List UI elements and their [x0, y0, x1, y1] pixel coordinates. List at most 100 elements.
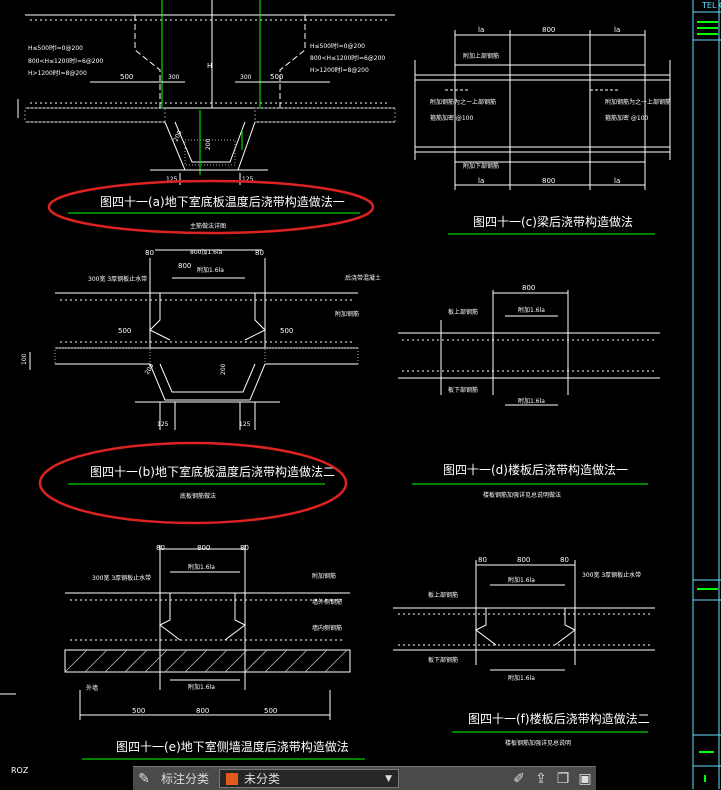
e-note-outer: 墙外侧钢筋 [312, 598, 342, 606]
a-dim-500-right: 500 [270, 73, 283, 81]
c-note-stirrup-left: 箍筋加密 @100 [430, 114, 474, 122]
c-dim-800-bottom: 800 [542, 177, 555, 185]
e-dim-500-left: 500 [132, 707, 145, 715]
c-note-right-add: 附加钢筋为之一上部钢筋 [605, 98, 671, 106]
right-title-panel: TEL C [692, 0, 721, 789]
b-dim-80-right: 80 [255, 249, 264, 257]
a-note-left-2: 800<H≤1200时l=6@200 [28, 57, 103, 65]
e-hatch [64, 649, 348, 673]
d-dim-add-bottom: 附加1.6la [518, 397, 545, 405]
b-dim-add-16la: 附加1.6la [197, 266, 224, 274]
a-note-left-1: H≤500时l=0@200 [28, 44, 83, 52]
a-dim-125-left: 125 [166, 176, 178, 183]
detail-e-basement-wall: 80 800 80 附加1.6la 附加1.6la 500 800 500 30… [64, 544, 365, 760]
a-dim-500-left: 500 [120, 73, 133, 81]
b-dim-100: 100 [21, 353, 28, 365]
a-highlight-circle [47, 179, 375, 235]
detail-b-floor-slab-two: 80 80 800加1.6la 800 附加1.6la 300宽 3厚钢板止水带… [21, 248, 381, 525]
edit-icon[interactable]: ✐ [513, 770, 525, 787]
layer-color-swatch [226, 772, 239, 785]
b-dim-800: 800 [178, 262, 191, 270]
c-dim-la-1: la [478, 26, 484, 34]
detail-a-floor-slab-one: 500 300 H 300 500 200 200 125 125 H≤500时… [24, 0, 396, 235]
c-note-left-add: 附加钢筋为之一上部钢筋 [430, 98, 496, 106]
left-bottom-label: ROZ [11, 766, 29, 775]
a-note-right-3: H>1200时l=8@200 [310, 66, 369, 74]
b-right-note: 后浇带混凝土 [345, 274, 381, 282]
b-dim-500-right: 500 [280, 327, 293, 335]
b-subcaption: 底板钢筋做法 [180, 492, 216, 500]
bottom-toolbar: ✎ 标注分类 未分类 ▼ ✐ ⇪ ❐ ▣ [133, 766, 596, 790]
a-subcaption: 主筋做法详图 [190, 222, 226, 230]
b-dim-200-left: 200 [144, 362, 156, 376]
c-dim-la-3: la [478, 177, 484, 185]
a-dim-300-left: 300 [168, 74, 180, 81]
b-caption: 图四十一(b)地下室底板温度后浇带构造做法二 [90, 464, 335, 479]
a-note-left-3: H>1200时l=8@200 [28, 69, 87, 77]
f-caption: 图四十一(f)楼板后浇带构造做法二 [468, 711, 650, 726]
e-note-waterstop: 300宽 3厚钢板止水带 [92, 574, 151, 582]
f-subcaption: 楼板钢筋加强详见总说明 [505, 739, 571, 747]
save-icon[interactable]: ▣ [578, 770, 592, 787]
b-highlight-circle [38, 441, 348, 525]
layer-select-label: 未分类 [244, 772, 281, 786]
chevron-down-icon: ▼ [385, 773, 393, 784]
e-dim-add-bottom: 附加1.6la [188, 683, 215, 691]
b-side-note: 附加钢筋 [335, 310, 359, 318]
a-note-right-2: 800<H≤1200时l=6@200 [310, 54, 385, 62]
d-dim-800: 800 [522, 284, 535, 292]
detail-c-beam: la 800 la la 800 la 附加上部钢筋 附加钢筋为之一上部钢筋 附… [414, 26, 671, 235]
d-note-top: 板上部钢筋 [448, 308, 478, 316]
b-dim-80-left: 80 [145, 249, 154, 257]
b-left-note: 300宽 3厚钢板止水带 [88, 275, 147, 283]
f-note-waterstop: 300宽 3厚钢板止水带 [582, 571, 641, 579]
a-caption: 图四十一(a)地下室底板温度后浇带构造做法一 [100, 194, 345, 209]
a-dim-h: H [207, 62, 212, 70]
f-dim-add-top: 附加1.6la [508, 576, 535, 584]
a-dim-200-right: 200 [205, 138, 212, 150]
e-dim-800-top: 800 [197, 544, 210, 552]
share-icon[interactable]: ⇪ [535, 770, 547, 787]
f-dim-add-bottom: 附加1.6la [508, 674, 535, 682]
f-note-top: 板上部钢筋 [428, 591, 458, 599]
e-dim-add-top: 附加1.6la [188, 563, 215, 571]
f-dim-800: 800 [517, 556, 530, 564]
detail-d-floor-slab-one: 800 附加1.6la 附加1.6la 板上部钢筋 板下部钢筋 图四十一(d)楼… [398, 284, 660, 499]
c-note-stirrup-right: 箍筋加密 @100 [605, 114, 649, 122]
b-dim-500-left: 500 [118, 327, 131, 335]
b-top-note: 800加1.6la [190, 248, 223, 256]
d-dim-add-top: 附加1.6la [518, 306, 545, 314]
e-dim-800-bottom: 800 [196, 707, 209, 715]
d-caption: 图四十一(d)楼板后浇带构造做法一 [443, 462, 628, 477]
detail-f-floor-slab-two: 80 800 80 附加1.6la 附加1.6la 300宽 3厚钢板止水带 板… [393, 556, 655, 747]
d-note-bottom: 板下部钢筋 [448, 386, 478, 394]
e-dim-80-right: 80 [240, 544, 249, 552]
d-subcaption: 楼板钢筋加强详见总说明做法 [483, 491, 561, 499]
e-dim-500-right: 500 [264, 707, 277, 715]
left-edge-marks: ROZ [0, 99, 29, 775]
b-dim-125-left: 125 [157, 421, 169, 428]
b-dim-125-right: 125 [239, 421, 251, 428]
c-dim-la-4: la [614, 177, 620, 185]
f-dim-80-left: 80 [478, 556, 487, 564]
annotation-tool-icon[interactable]: ✎ [138, 770, 150, 787]
e-dim-80-left: 80 [156, 544, 165, 552]
copy-icon[interactable]: ❐ [556, 770, 570, 787]
annotation-category-tab[interactable]: 标注分类 [161, 772, 210, 786]
layer-select[interactable]: 未分类 ▼ [219, 769, 400, 788]
c-dim-800-top: 800 [542, 26, 555, 34]
a-dim-200-left: 200 [172, 129, 183, 143]
e-note-wall: 外墙 [86, 684, 98, 692]
f-note-bottom: 板下部钢筋 [428, 656, 458, 664]
e-caption: 图四十一(e)地下室侧墙温度后浇带构造做法 [116, 739, 349, 754]
panel-title: TEL C [701, 1, 721, 10]
c-dim-la-2: la [614, 26, 620, 34]
c-note-bottom-rebar: 附加下部钢筋 [463, 162, 499, 170]
e-note-add: 附加钢筋 [312, 572, 336, 580]
e-note-inner: 墙内侧钢筋 [312, 624, 342, 632]
a-note-right-1: H≤500时l=0@200 [310, 42, 365, 50]
f-dim-80-right: 80 [560, 556, 569, 564]
c-caption: 图四十一(c)梁后浇带构造做法 [473, 214, 633, 229]
b-dim-200-right: 200 [220, 363, 227, 375]
